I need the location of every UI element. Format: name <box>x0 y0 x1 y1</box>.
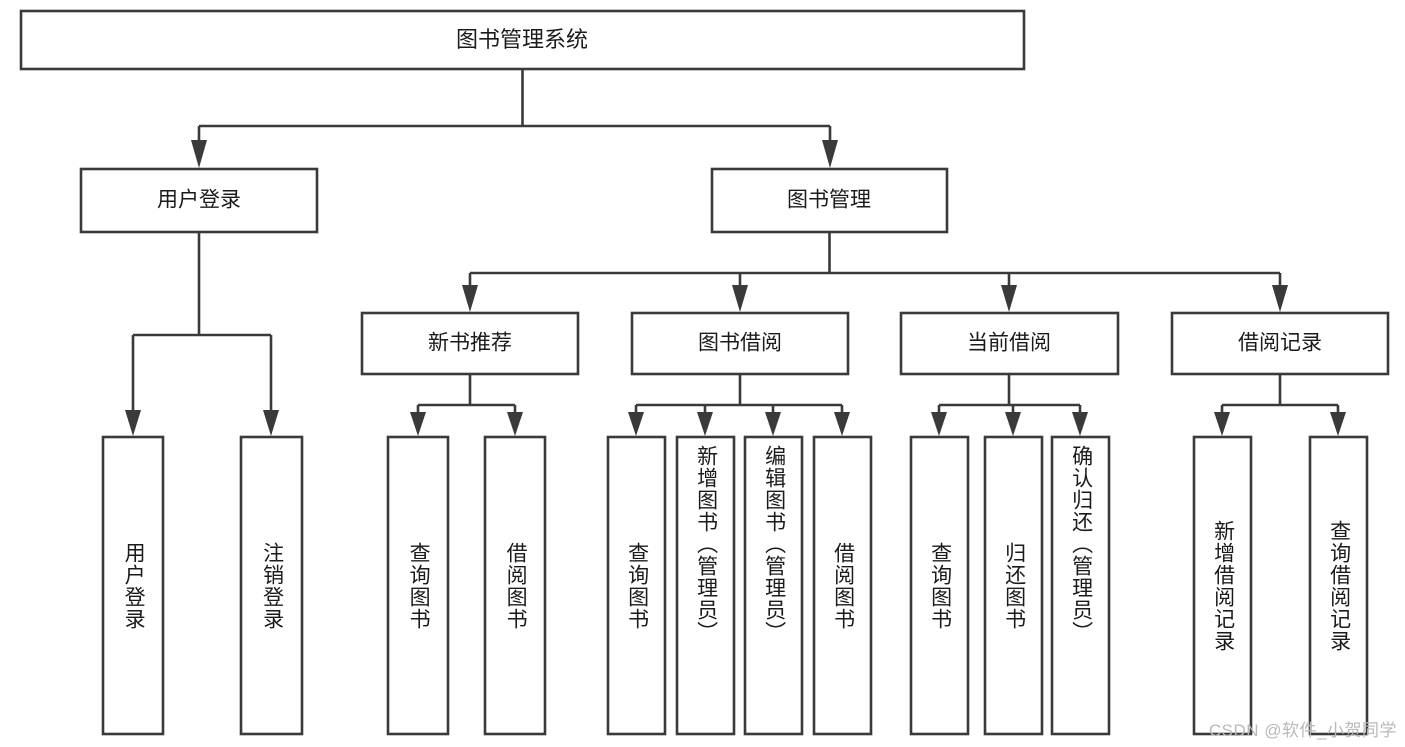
connector-root-to-level2 <box>191 69 838 168</box>
leaf-box-edit-book[interactable] <box>743 435 804 736</box>
leaf-box-user-logout[interactable] <box>239 435 304 736</box>
connector-book-borrow-to-leaves <box>628 374 850 436</box>
node-book-manage-label: 图书管理 <box>787 189 871 212</box>
arrowhead-leaf-query-book-2 <box>628 412 644 436</box>
connector-new-book-recommend-to-leaves <box>410 374 523 436</box>
leaf-box-user-login[interactable] <box>101 435 165 736</box>
arrowhead-leaf-user-login <box>125 410 141 436</box>
leaf-box-add-borrow-record[interactable] <box>1192 435 1253 736</box>
leaf-box-borrow-book-2[interactable] <box>812 435 873 736</box>
connector-current-borrow-to-leaves <box>931 374 1088 436</box>
node-borrow-record-label: 借阅记录 <box>1238 332 1322 355</box>
leaf-box-confirm-return[interactable] <box>1050 435 1111 736</box>
leaf-box-query-borrow-record[interactable] <box>1308 435 1369 736</box>
leaf-box-return-book[interactable] <box>983 435 1044 736</box>
leaf-box-borrow-book-1[interactable] <box>483 435 547 736</box>
arrowhead-book-borrow <box>732 285 748 312</box>
leaf-box-add-book[interactable] <box>675 435 736 736</box>
arrowhead-book-manage <box>822 140 838 168</box>
arrowhead-leaf-query-borrow-record <box>1330 412 1346 436</box>
arrowhead-current-borrow <box>1001 285 1017 312</box>
leaf-box-query-book-1[interactable] <box>386 435 450 736</box>
node-root-label: 图书管理系统 <box>456 27 588 52</box>
arrowhead-new-book-recommend <box>462 285 478 312</box>
node-book-borrow[interactable]: 图书借阅 <box>630 311 850 376</box>
arrowhead-leaf-add-book <box>697 412 713 436</box>
watermark-text: CSDN @软件_小贺同学 <box>1208 721 1397 740</box>
node-book-manage[interactable]: 图书管理 <box>710 167 949 234</box>
node-new-book-recommend[interactable]: 新书推荐 <box>360 311 580 376</box>
node-root[interactable]: 图书管理系统 <box>19 9 1026 71</box>
arrowhead-leaf-borrow-book-2 <box>834 412 850 436</box>
arrowhead-leaf-user-logout <box>263 410 279 436</box>
arrowhead-leaf-borrow-book-1 <box>507 412 523 436</box>
connector-book-manage-to-level3 <box>462 232 1288 312</box>
arrowhead-leaf-edit-book <box>765 412 781 436</box>
arrowhead-leaf-query-book-3 <box>931 412 947 436</box>
node-user-login-label: 用户登录 <box>157 189 241 212</box>
connector-user-login-to-leaves <box>125 232 279 436</box>
connector-borrow-record-to-leaves <box>1214 374 1346 436</box>
arrowhead-user-login <box>191 140 207 168</box>
node-user-login[interactable]: 用户登录 <box>79 167 319 234</box>
node-book-borrow-label: 图书借阅 <box>698 332 782 355</box>
arrowhead-leaf-return-book <box>1005 412 1021 436</box>
leaf-boxes <box>101 435 1369 736</box>
node-current-borrow[interactable]: 当前借阅 <box>899 311 1120 376</box>
arrowhead-borrow-record <box>1272 285 1288 312</box>
arrowhead-leaf-add-borrow-record <box>1214 412 1230 436</box>
leaf-box-query-book-3[interactable] <box>909 435 970 736</box>
node-new-book-recommend-label: 新书推荐 <box>428 332 512 355</box>
leaf-box-query-book-2[interactable] <box>606 435 667 736</box>
arrowhead-leaf-query-book-1 <box>410 412 426 436</box>
arrowhead-leaf-confirm-return <box>1072 412 1088 436</box>
node-current-borrow-label: 当前借阅 <box>967 332 1051 355</box>
node-borrow-record[interactable]: 借阅记录 <box>1170 311 1390 376</box>
